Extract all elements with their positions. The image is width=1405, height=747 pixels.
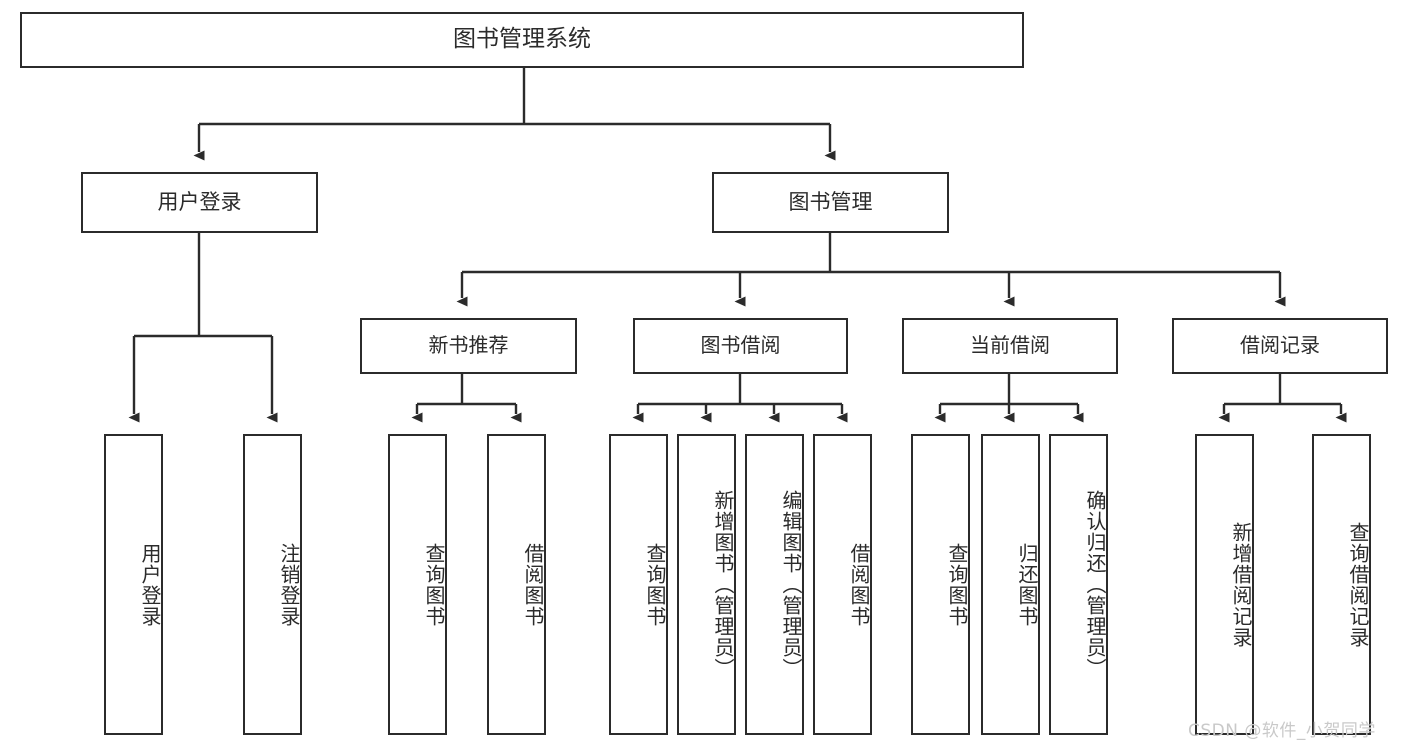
node-new-book-recommend-label: 新书推荐 — [428, 333, 509, 358]
leaf-new-book-2[interactable]: 借阅图书 — [487, 434, 546, 735]
leaf-book-borrow-2-label: 新增图书（管理员） — [711, 490, 735, 679]
node-new-book-recommend[interactable]: 新书推荐 — [360, 318, 577, 374]
leaf-current-borrow-2[interactable]: 归还图书 — [981, 434, 1040, 735]
node-borrow-record-label: 借阅记录 — [1240, 333, 1320, 358]
leaf-current-borrow-2-label: 归还图书 — [1015, 542, 1039, 627]
leaf-book-borrow-4[interactable]: 借阅图书 — [813, 434, 872, 735]
node-book-borrow-label: 图书借阅 — [700, 333, 781, 358]
node-book-manage[interactable]: 图书管理 — [712, 172, 949, 233]
node-user-login-label: 用户登录 — [157, 190, 242, 215]
node-book-borrow[interactable]: 图书借阅 — [633, 318, 848, 374]
node-user-login[interactable]: 用户登录 — [81, 172, 318, 233]
leaf-new-book-2-label: 借阅图书 — [521, 542, 545, 627]
leaf-user-login-2[interactable]: 注销登录 — [243, 434, 302, 735]
leaf-user-login-2-label: 注销登录 — [277, 542, 301, 627]
leaf-new-book-1-label: 查询图书 — [422, 542, 446, 627]
leaf-new-book-1[interactable]: 查询图书 — [388, 434, 447, 735]
leaf-user-login-1[interactable]: 用户登录 — [104, 434, 163, 735]
leaf-current-borrow-1-label: 查询图书 — [945, 542, 969, 627]
leaf-book-borrow-3[interactable]: 编辑图书（管理员） — [745, 434, 804, 735]
leaf-borrow-record-2-label: 查询借阅记录 — [1346, 521, 1370, 648]
leaf-book-borrow-3-label: 编辑图书（管理员） — [779, 490, 803, 679]
leaf-book-borrow-1[interactable]: 查询图书 — [609, 434, 668, 735]
node-borrow-record[interactable]: 借阅记录 — [1172, 318, 1388, 374]
leaf-current-borrow-3[interactable]: 确认归还（管理员） — [1049, 434, 1108, 735]
node-current-borrow[interactable]: 当前借阅 — [902, 318, 1118, 374]
node-book-manage-label: 图书管理 — [788, 190, 873, 215]
watermark: CSDN @软件_小贺同学 — [1188, 721, 1376, 741]
leaf-book-borrow-2[interactable]: 新增图书（管理员） — [677, 434, 736, 735]
node-current-borrow-label: 当前借阅 — [970, 333, 1050, 358]
leaf-borrow-record-1-label: 新增借阅记录 — [1229, 521, 1253, 648]
leaf-user-login-1-label: 用户登录 — [138, 542, 162, 627]
leaf-current-borrow-3-label: 确认归还（管理员） — [1083, 490, 1107, 679]
leaf-borrow-record-2[interactable]: 查询借阅记录 — [1312, 434, 1371, 735]
leaf-borrow-record-1[interactable]: 新增借阅记录 — [1195, 434, 1254, 735]
leaf-current-borrow-1[interactable]: 查询图书 — [911, 434, 970, 735]
leaf-book-borrow-1-label: 查询图书 — [643, 542, 667, 627]
node-root[interactable]: 图书管理系统 — [20, 12, 1024, 68]
leaf-book-borrow-4-label: 借阅图书 — [847, 542, 871, 627]
node-root-label: 图书管理系统 — [453, 26, 591, 53]
